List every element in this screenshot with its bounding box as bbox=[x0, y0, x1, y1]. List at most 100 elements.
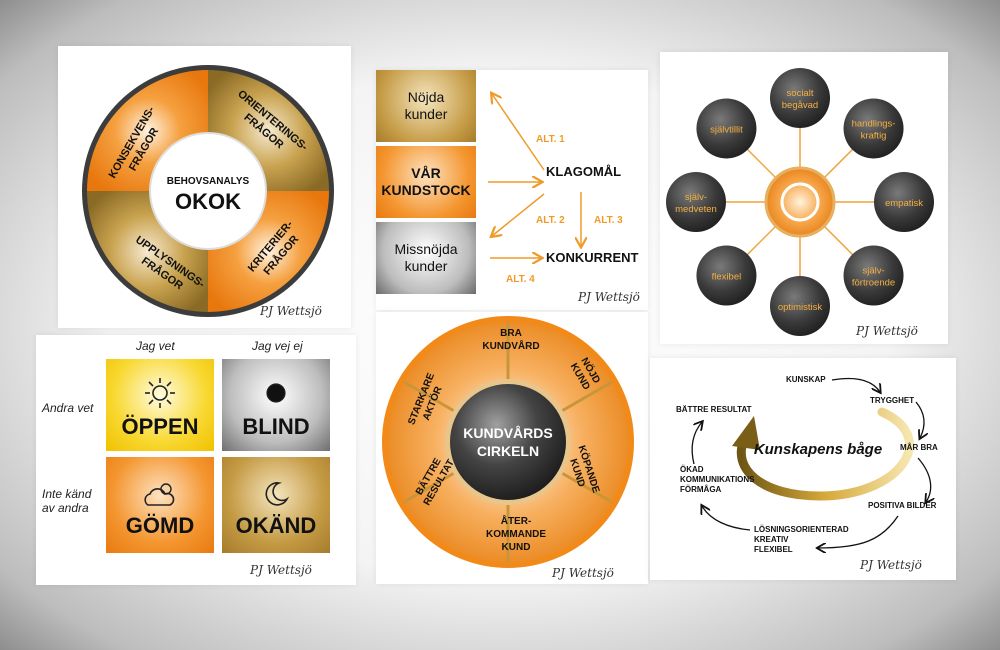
cloud-sun-icon bbox=[144, 482, 175, 506]
spiral-logo-icon-2 bbox=[780, 182, 820, 222]
johari-blind-label: BLIND bbox=[242, 413, 310, 439]
kundvard-signature: PJ Wettsjö bbox=[552, 566, 614, 580]
losning-l3: FLEXIBEL bbox=[754, 545, 793, 554]
johari-okand-label: OKÄND bbox=[235, 512, 317, 538]
sun-icon bbox=[145, 377, 175, 408]
label-alt4: ALT. 4 bbox=[506, 274, 535, 285]
trait-label: själv- bbox=[685, 192, 707, 203]
crescent-moon-icon bbox=[265, 481, 290, 506]
kv-seg4-l3: KUND bbox=[502, 542, 531, 553]
kundvard-panel: KUNDVÅRDS CIRKELN BRA KUNDVÅRD NÖJD KUND… bbox=[376, 312, 648, 584]
johari-col2: Jag vej ej bbox=[252, 339, 303, 353]
trait-label: flexibel bbox=[712, 272, 742, 283]
okad-l3: FÖRMÅGA bbox=[680, 485, 722, 494]
arrow-trygghet-marbra bbox=[915, 401, 924, 438]
johari-oppen-label: ÖPPEN bbox=[121, 413, 199, 439]
kundvard-center-l2: CIRKELN bbox=[477, 443, 539, 459]
kv-seg1-l2: KUNDVÅRD bbox=[482, 339, 539, 352]
trait-circle bbox=[770, 276, 830, 336]
arrow-marbra-positiva bbox=[917, 457, 931, 502]
arrow-alt1 bbox=[492, 94, 545, 171]
trait-circle bbox=[874, 172, 934, 232]
trait-label: socialt bbox=[787, 88, 814, 99]
johari-row2b: av andra bbox=[42, 501, 89, 515]
okok-wheel: BEHOVSANALYS OKOK ORIENTERINGS- FRÅGOR K… bbox=[82, 65, 334, 317]
trait-label: empatisk bbox=[885, 198, 923, 209]
kundvard-wheel: KUNDVÅRDS CIRKELN BRA KUNDVÅRD NÖJD KUND… bbox=[382, 316, 634, 568]
trait-label: begåvad bbox=[782, 100, 818, 111]
johari-signature: PJ Wettsjö bbox=[250, 563, 312, 577]
trait-circle bbox=[843, 245, 904, 306]
label-konkurrent: KONKURRENT bbox=[546, 250, 639, 265]
box-missnojda-l1: Missnöjda bbox=[394, 241, 458, 257]
losning-l1: LÖSNINGSORIENTERAD bbox=[754, 525, 849, 534]
kunskap-diagram: Kunskapens båge KUNSKAP TRYGGHET MÅR BRA… bbox=[676, 375, 938, 554]
trait-label: medveten bbox=[675, 204, 717, 215]
johari-gomd-label: GÖMD bbox=[125, 512, 195, 538]
kv-seg4-l1: ÅTER- bbox=[501, 514, 532, 527]
box-kundstock: VÅR KUNDSTOCK bbox=[376, 146, 476, 218]
label-alt3: ALT. 3 bbox=[594, 215, 623, 226]
label-alt2: ALT. 2 bbox=[536, 215, 565, 226]
trait-circle bbox=[696, 245, 757, 306]
moon-full-icon bbox=[266, 382, 286, 403]
box-missnojda: Missnöjda kunder bbox=[376, 222, 476, 294]
johari-gomd: GÖMD bbox=[106, 457, 214, 553]
trait-circle bbox=[770, 68, 830, 128]
klagomal-arrows: KLAGOMÅL KONKURRENT ALT. 1 ALT. 2 ALT. 3… bbox=[488, 70, 639, 285]
traits-center bbox=[764, 166, 836, 238]
box-missnojda-l2: kunder bbox=[404, 258, 448, 274]
kunskap-signature: PJ Wettsjö bbox=[860, 558, 922, 572]
kunskap-arc-arrowhead bbox=[732, 416, 760, 450]
trait-circle bbox=[666, 172, 726, 232]
label-klagomal: KLAGOMÅL bbox=[546, 164, 621, 179]
kv-seg1-l1: BRA bbox=[500, 328, 522, 339]
kundvard-rim bbox=[382, 316, 634, 568]
label-alt1: ALT. 1 bbox=[536, 134, 565, 145]
step-trygghet: TRYGGHET bbox=[870, 396, 914, 405]
step-positiva: POSITIVA BILDER bbox=[868, 501, 937, 510]
trait-circle bbox=[696, 98, 757, 159]
arrow-okad-battre bbox=[691, 422, 702, 465]
trait-label: optimistisk bbox=[778, 302, 823, 313]
arrow-alt2 bbox=[492, 193, 545, 236]
johari-oppen: ÖPPEN bbox=[106, 359, 214, 451]
trait-label: förtroende bbox=[852, 278, 895, 289]
arrow-kunskap-trygghet bbox=[831, 377, 880, 393]
trait-label: kraftig bbox=[861, 130, 887, 141]
johari-panel: Jag vet Jag vej ej Andra vet Inte känd a… bbox=[36, 335, 356, 585]
okok-center-big: OKOK bbox=[175, 189, 241, 214]
johari-row1: Andra vet bbox=[42, 401, 94, 415]
step-kunskap: KUNSKAP bbox=[786, 375, 826, 384]
johari-okand: OKÄND bbox=[222, 457, 330, 553]
box-nojda-l2: kunder bbox=[404, 106, 448, 122]
box-kundstock-l2: KUNDSTOCK bbox=[381, 182, 471, 198]
trait-label: handlings- bbox=[852, 118, 896, 129]
trait-circle bbox=[843, 98, 904, 159]
okad-l2: KOMMUNIKATIONS bbox=[680, 475, 755, 484]
johari-col1: Jag vet bbox=[136, 339, 175, 353]
box-nojda-l1: Nöjda bbox=[407, 89, 445, 105]
kv-seg4-l2: KOMMANDE bbox=[486, 529, 546, 540]
losning-l2: KREATIV bbox=[754, 535, 789, 544]
okad-l1: ÖKAD bbox=[680, 465, 704, 474]
kunskap-arc bbox=[736, 407, 914, 501]
johari-blind: BLIND bbox=[222, 359, 330, 451]
traits-signature: PJ Wettsjö bbox=[856, 324, 918, 338]
box-nojda: Nöjda kunder bbox=[376, 70, 476, 142]
trait-label: själv- bbox=[862, 266, 884, 277]
klagomal-panel: Nöjda kunder VÅR KUNDSTOCK Missnöjda kun… bbox=[376, 70, 648, 310]
kundvard-center-l1: KUNDVÅRDS bbox=[463, 425, 552, 441]
okok-center bbox=[149, 132, 267, 250]
arrow-losning-okad bbox=[702, 506, 751, 531]
arrow-positiva-losning bbox=[818, 515, 899, 548]
step-battre: BÄTTRE RESULTAT bbox=[676, 405, 752, 414]
kundvard-center bbox=[450, 384, 566, 500]
box-kundstock-l1: VÅR bbox=[411, 165, 441, 181]
step-marbra: MÅR BRA bbox=[900, 443, 938, 452]
kunskap-title: Kunskapens båge bbox=[754, 441, 882, 458]
johari-row2a: Inte känd bbox=[42, 487, 92, 501]
okok-center-top: BEHOVSANALYS bbox=[167, 176, 250, 187]
